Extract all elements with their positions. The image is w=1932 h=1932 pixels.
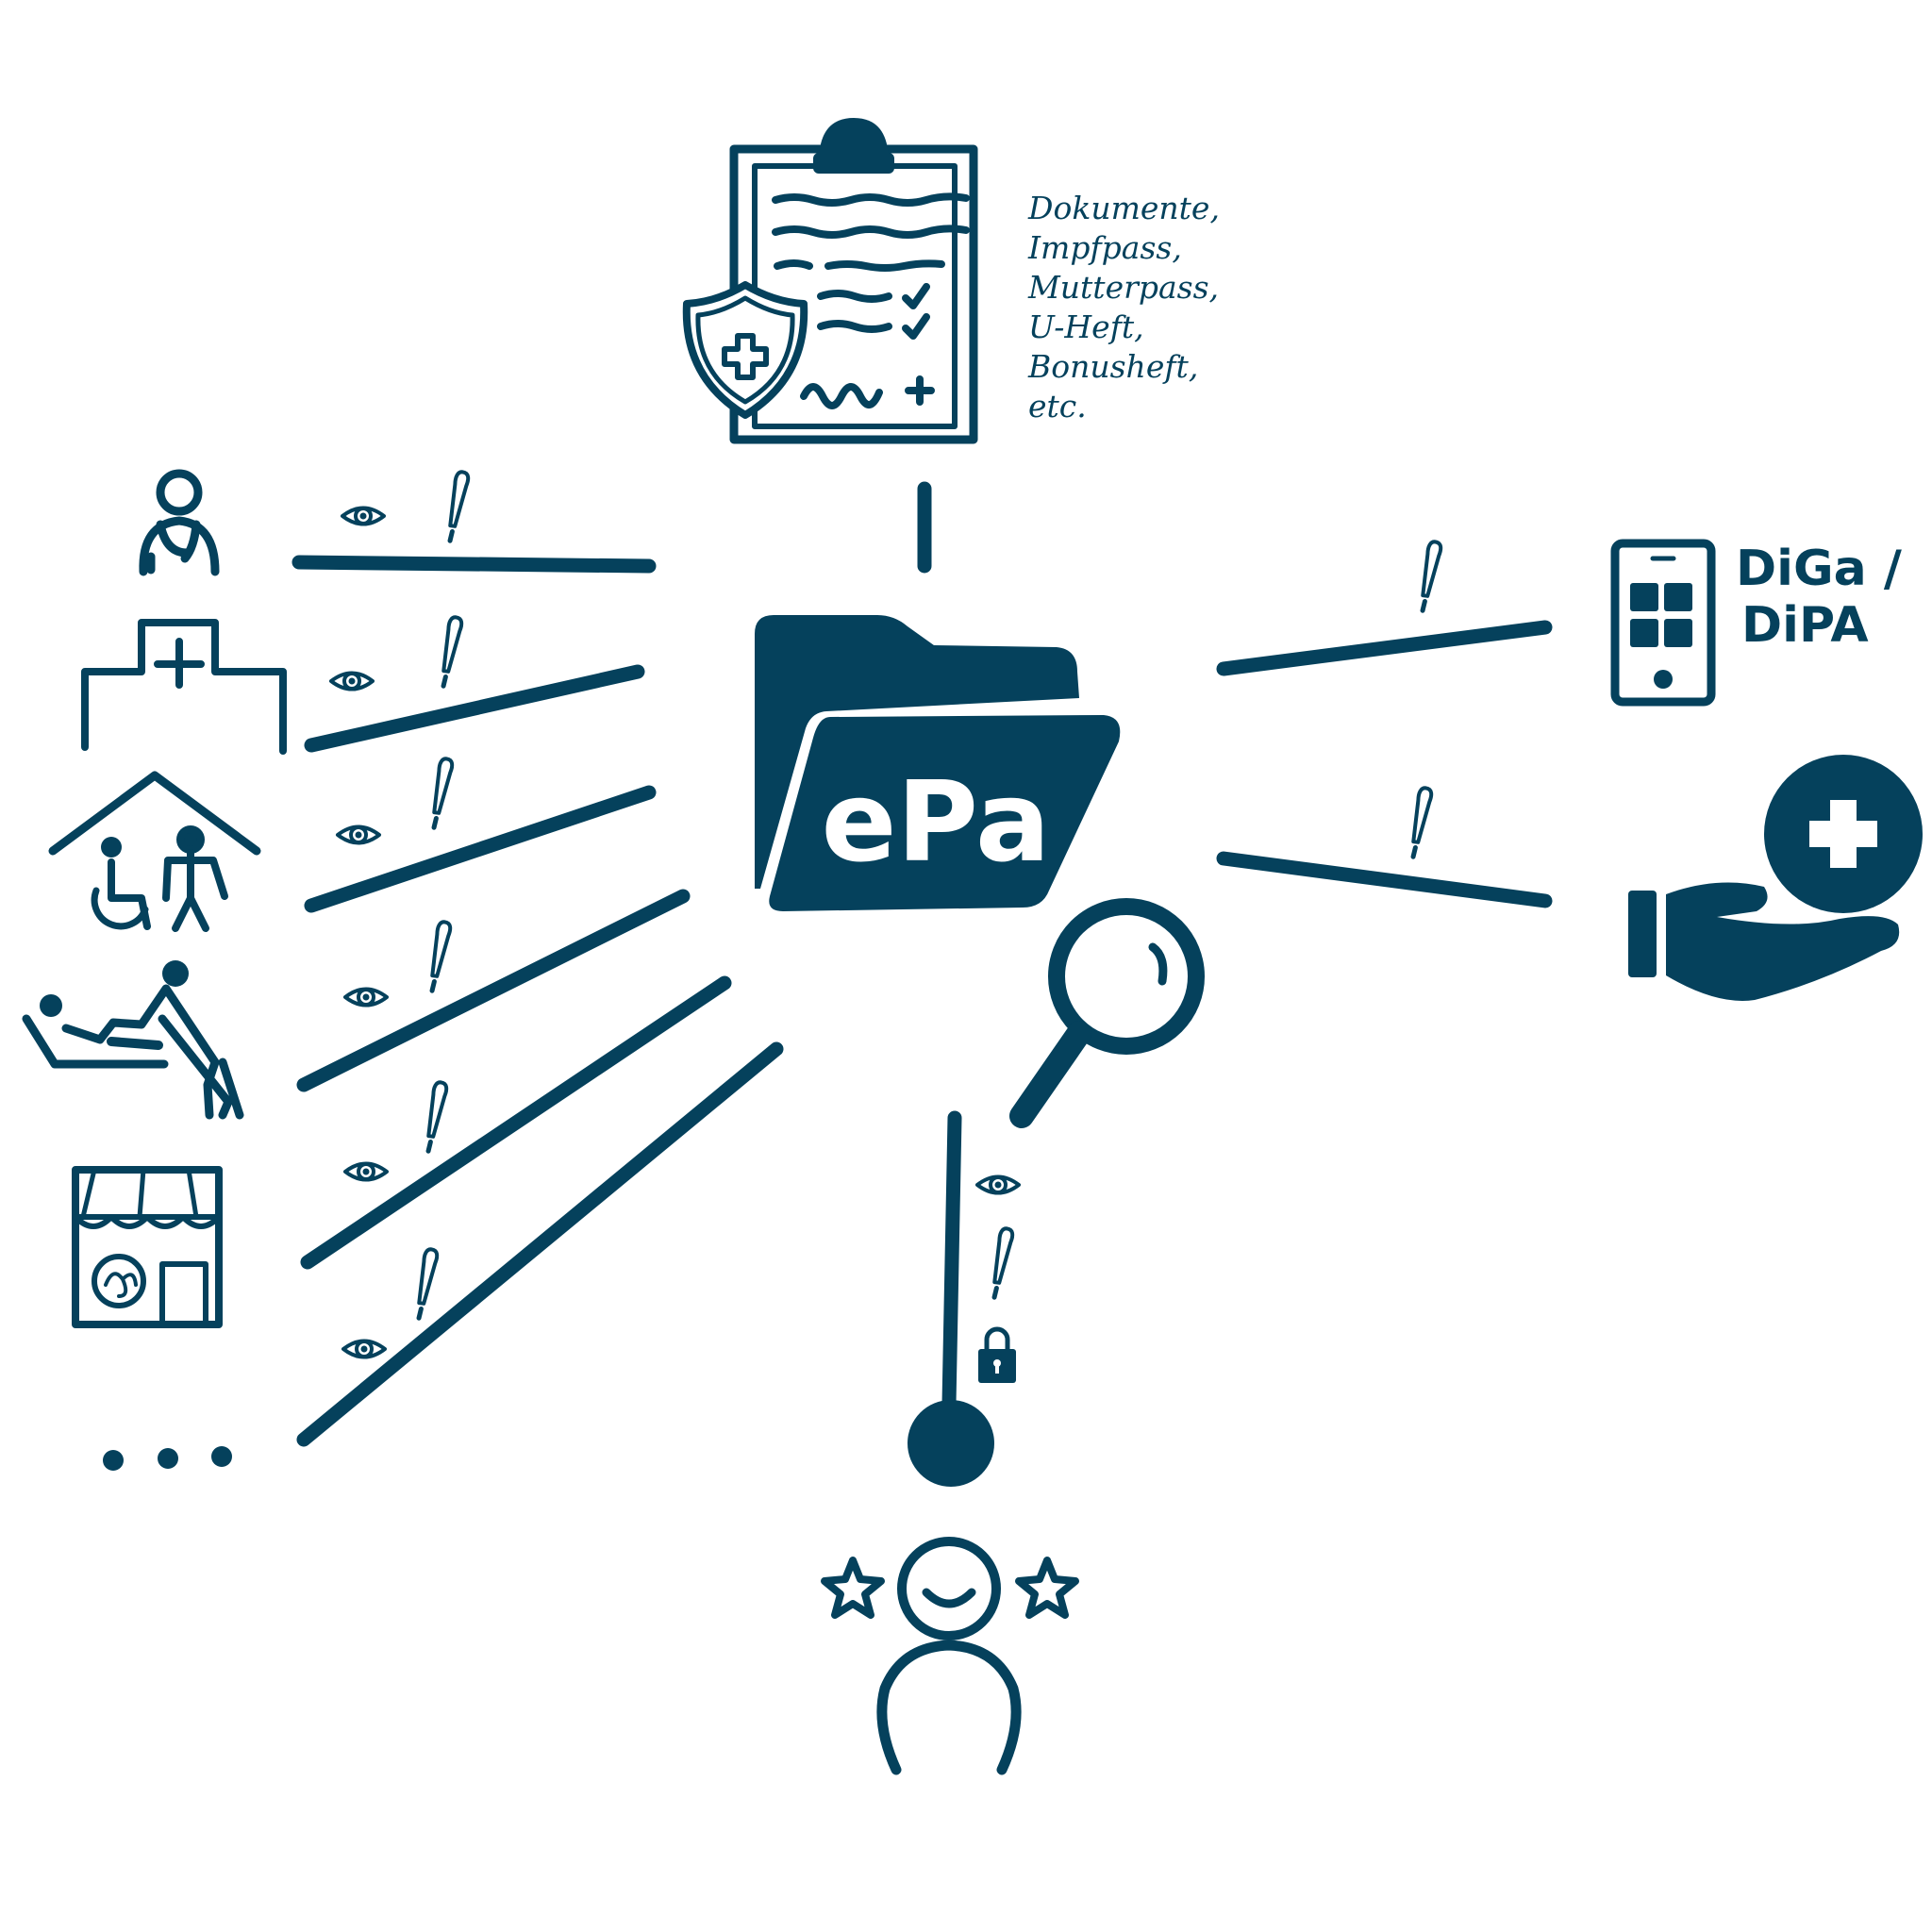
digital-apps-label-line: DiGa / [1736,541,1902,597]
documents-note-line: Impfpass, [1027,229,1182,266]
eye-icon [343,1341,385,1357]
epa-label: ePa [822,757,1051,887]
eye-icon [977,1177,1019,1193]
pen-icon [441,617,462,688]
star-icon [1019,1560,1075,1615]
eye-icon [331,674,373,690]
pen-icon [425,1082,447,1153]
star-icon [824,1560,881,1615]
eye-icon [345,1164,387,1180]
pharmacy-icon [75,1170,219,1324]
connector-insurance [1224,858,1545,901]
epa-folder-icon: ePa [755,615,1120,911]
magnifier-icon [1022,907,1196,1116]
connector-care-home [311,792,649,906]
lock-icon [978,1329,1016,1383]
documents-note-line: etc. [1028,388,1087,425]
connector-lines [299,489,1545,1440]
documents-note-line: U-Heft, [1028,308,1144,345]
shield-icon [687,285,804,415]
documents-note: Dokumente, Impfpass, Mutterpass, U-Heft,… [1027,190,1220,425]
eye-icon [345,990,387,1006]
connector-patient [949,1118,955,1404]
connector-doctor [299,562,649,566]
pen-icon [431,758,453,829]
access-marks-patient [908,1177,1019,1488]
connector-pharmacy [308,983,724,1262]
digital-apps-label: DiGa / DiPA [1736,541,1902,654]
documents-note-line: Dokumente, [1027,190,1220,226]
pen-icon [429,922,451,992]
clipboard-document-icon [687,118,974,440]
eye-icon [338,827,379,843]
pen-icon [1410,788,1432,858]
smartphone-app-icon [1615,543,1711,702]
digital-apps-label-line: DiPA [1741,597,1869,654]
happy-patient-icon [824,1541,1075,1770]
hospital-icon [85,623,283,751]
doctor-icon [143,474,215,572]
documents-note-line: Bonusheft, [1027,348,1198,385]
eye-icon [342,508,384,525]
care-home-icon [53,775,257,928]
more-dots-icon [103,1446,232,1471]
documents-note-line: Mutterpass, [1027,269,1219,306]
access-marks-right [1410,541,1441,858]
wheelchair-person-icon [94,837,147,926]
pen-icon [416,1249,438,1320]
standing-person-icon [166,829,225,928]
pen-icon [447,471,469,541]
pen-icon [991,1228,1013,1299]
insurance-hand-icon [1628,755,1923,1001]
patient-connector-knob [908,1400,994,1487]
connector-digital-apps [1224,627,1545,669]
pen-icon [1420,541,1441,612]
nursing-care-icon [26,960,240,1115]
